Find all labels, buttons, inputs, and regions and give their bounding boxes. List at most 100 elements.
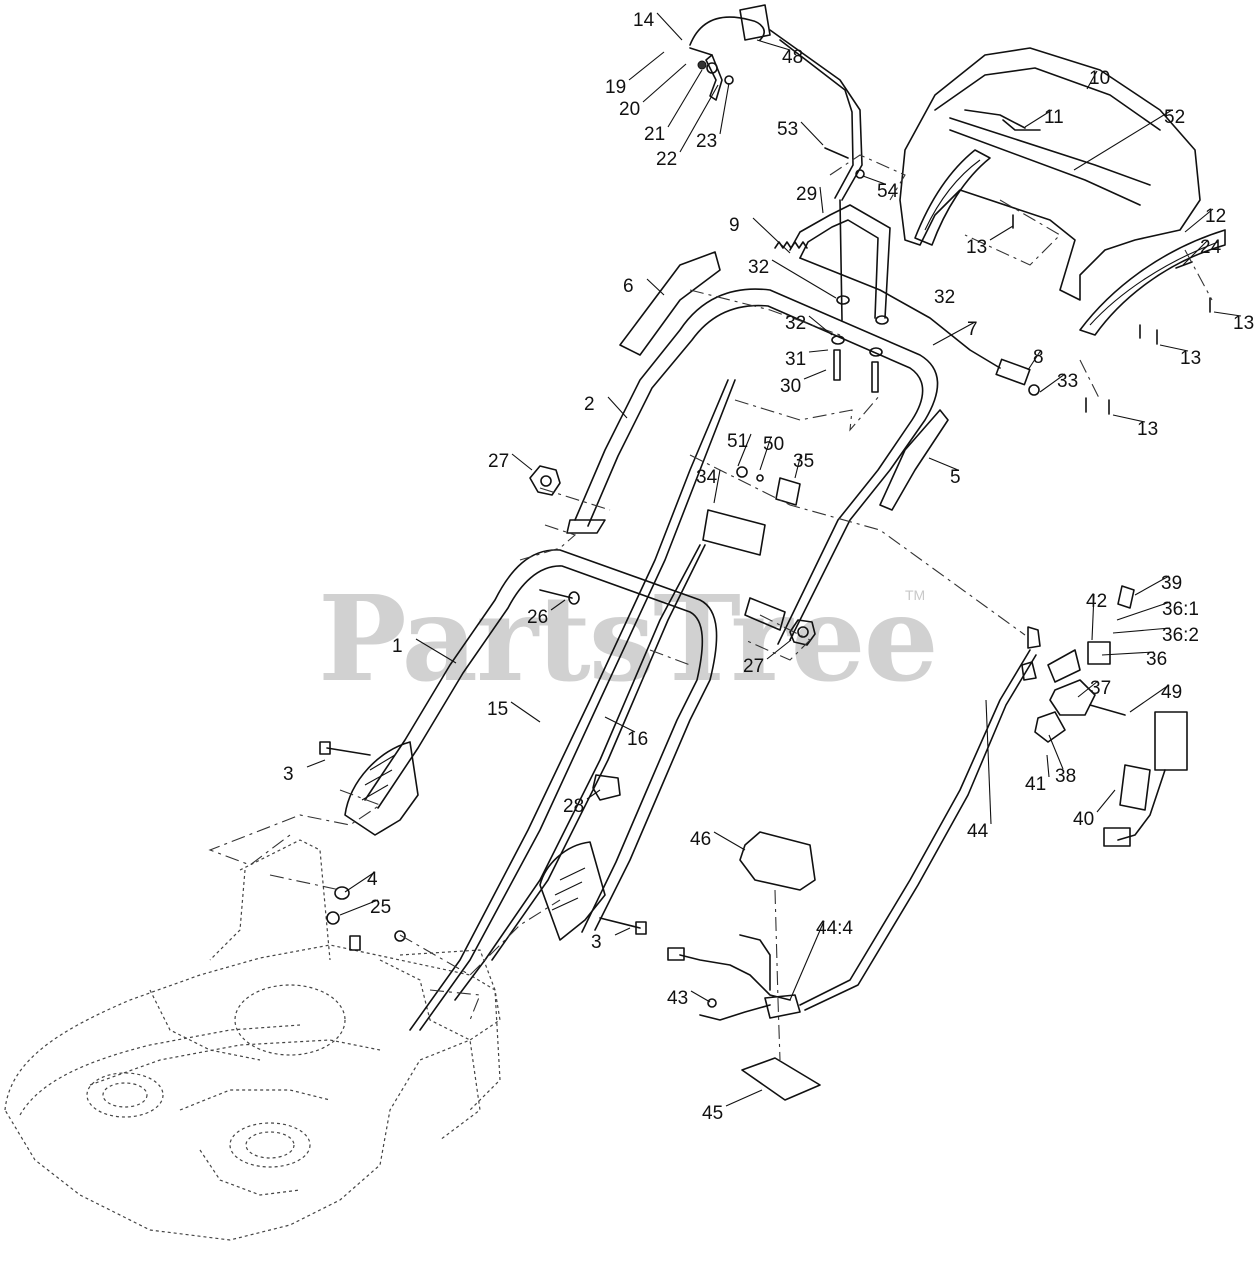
wire-harness xyxy=(667,649,1037,1021)
callout-label: 35 xyxy=(793,451,814,472)
switch-assembly xyxy=(1021,585,1188,847)
leader-line xyxy=(679,84,719,153)
callout-label: 36:1 xyxy=(1162,599,1199,620)
callout-label: 8 xyxy=(1033,347,1044,368)
label-plate xyxy=(741,1057,821,1101)
leader-line xyxy=(1096,789,1116,813)
upper-handle xyxy=(566,288,939,645)
callout-label: 30 xyxy=(780,376,801,397)
leader-line xyxy=(690,990,711,1003)
washers-and-bolts xyxy=(831,295,889,393)
leader-line xyxy=(1116,601,1171,621)
callout-label: 45 xyxy=(702,1103,723,1124)
leader-line xyxy=(1091,593,1095,641)
callout-label: 32 xyxy=(934,287,955,308)
leader-line xyxy=(1129,684,1170,713)
leader-line xyxy=(794,453,802,479)
leader-line xyxy=(667,69,703,128)
callout-label: 4 xyxy=(367,869,378,890)
leader-line xyxy=(759,436,772,471)
handle-grip-5 xyxy=(879,409,949,511)
callout-label: 29 xyxy=(796,184,817,205)
leader-line xyxy=(771,259,837,299)
leader-line xyxy=(646,278,665,296)
callout-label: 34 xyxy=(696,467,718,488)
callout-label: 7 xyxy=(967,319,978,340)
callout-label: 54 xyxy=(877,181,899,202)
leader-line xyxy=(1039,373,1066,393)
handle-shroud xyxy=(899,47,1226,336)
callout-label: 5 xyxy=(950,467,961,488)
leader-line xyxy=(415,638,457,664)
callout-label: 3 xyxy=(283,764,294,785)
leader-line xyxy=(628,51,665,81)
callout-label: 27 xyxy=(743,656,764,677)
callout-label: 1 xyxy=(392,636,403,657)
leader-line xyxy=(1112,627,1171,634)
callout-label: 27 xyxy=(488,451,509,472)
callout-label: 3 xyxy=(591,932,602,953)
callout-label: 40 xyxy=(1073,809,1094,830)
leader-line xyxy=(819,186,824,214)
callout-label: 44:4 xyxy=(816,918,853,939)
callout-label: 46 xyxy=(690,829,711,850)
callout-label: 22 xyxy=(656,149,677,170)
leader-line xyxy=(1184,208,1214,233)
leader-line xyxy=(339,899,379,916)
leader-line xyxy=(737,433,752,467)
leader-line xyxy=(1213,311,1242,317)
control-cables xyxy=(409,379,736,1031)
callout-label: 14 xyxy=(633,10,655,31)
callout-label: 20 xyxy=(619,99,640,120)
leader-line xyxy=(1159,344,1189,352)
callout-label: 10 xyxy=(1089,68,1110,89)
callout-label: 43 xyxy=(667,988,688,1009)
callout-label: 21 xyxy=(644,124,665,145)
leader-line xyxy=(808,349,829,353)
assembly-lines xyxy=(208,154,1213,1061)
pad-and-bushing xyxy=(702,466,801,556)
callout-label: 31 xyxy=(785,349,806,370)
leader-line xyxy=(1048,734,1064,770)
pivot-bolts xyxy=(319,741,647,951)
leader-line xyxy=(642,63,687,103)
leader-line xyxy=(766,639,792,660)
callout-label: 49 xyxy=(1161,682,1182,703)
control-bar xyxy=(789,199,891,321)
callout-label: 15 xyxy=(487,699,508,720)
leader-line xyxy=(989,225,1014,241)
leader-line xyxy=(306,759,326,768)
callout-label: 51 xyxy=(727,431,748,452)
leader-line xyxy=(1024,109,1053,128)
callout-label: 12 xyxy=(1205,206,1226,227)
drive-cable xyxy=(799,257,1040,396)
handle-grip-6 xyxy=(619,251,721,356)
leader-line xyxy=(725,1089,763,1107)
leader-line xyxy=(510,701,541,723)
leader-line xyxy=(1182,239,1209,266)
callout-label: 13 xyxy=(966,237,987,258)
callout-label: 42 xyxy=(1086,591,1107,612)
screws-13 xyxy=(1012,214,1211,415)
leader-line xyxy=(1046,754,1050,778)
bolt-26 xyxy=(539,589,580,605)
callout-label: 41 xyxy=(1025,774,1046,795)
callout-label: 36:2 xyxy=(1162,625,1199,646)
callout-label: 13 xyxy=(1233,313,1254,334)
callout-label: 13 xyxy=(1180,348,1201,369)
callout-label: 9 xyxy=(729,215,740,236)
leader-line xyxy=(656,12,683,41)
leader-line xyxy=(808,315,833,336)
callout-label: 11 xyxy=(1044,107,1064,128)
leader-line xyxy=(789,920,825,1001)
leader-line xyxy=(607,396,628,419)
leader-line xyxy=(803,369,827,380)
leader-line xyxy=(614,927,631,936)
callout-label: 33 xyxy=(1057,371,1078,392)
leader-line xyxy=(756,39,791,51)
callout-label: 13 xyxy=(1137,419,1158,440)
leader-line xyxy=(604,716,636,733)
callout-label: 32 xyxy=(785,313,806,334)
